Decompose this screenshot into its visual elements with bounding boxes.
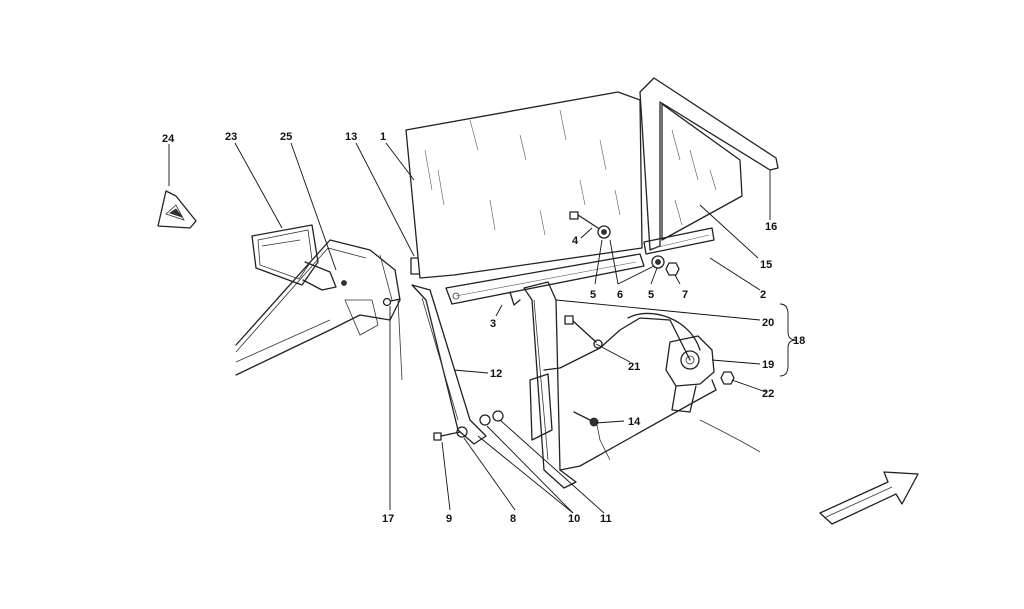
callout-25: 25 [280,131,292,143]
callout-10: 10 [568,513,580,525]
front-guide-rail [411,284,487,445]
washer-8 [456,426,468,438]
direction-arrow-icon [819,471,919,525]
callout-labels: 24 23 25 13 1 4 5 6 5 7 2 16 15 3 20 18 … [162,131,805,525]
callout-11: 11 [600,513,612,525]
group-bracket-18 [779,303,797,377]
callout-6: 6 [617,289,623,301]
callout-5-right: 5 [648,289,654,301]
regulator-cable [627,312,701,351]
glass-lifting-channel [445,253,645,306]
callout-16: 16 [765,221,777,233]
callout-20: 20 [762,317,774,329]
screw-21 [564,315,603,349]
nut-22 [720,371,735,385]
bolt-9 [433,431,461,441]
washer-10 [479,414,491,426]
callout-12: 12 [490,368,502,380]
callout-15: 15 [760,259,772,271]
glass-guide-strip [643,227,715,255]
bolt-4 [569,211,599,229]
rear-view-mirror [251,224,347,291]
nut-11 [492,410,504,422]
washer-5-right [651,255,665,269]
callout-2: 2 [760,289,766,301]
door-body-panel [235,239,403,381]
callout-24: 24 [162,133,175,145]
callout-13: 13 [345,131,357,143]
callout-22: 22 [762,388,774,400]
callout-18: 18 [793,335,805,347]
leader-lines [168,142,771,514]
door-glass [405,91,643,279]
washer-5-left [597,225,611,239]
callout-7: 7 [682,289,688,301]
mirror-trim-bracket [157,190,197,229]
callout-9: 9 [446,513,452,525]
regulator-motor [665,335,761,453]
callout-3: 3 [490,318,496,330]
callout-5-left: 5 [590,289,596,301]
callout-4: 4 [572,235,579,247]
callout-14: 14 [628,416,641,428]
callout-23: 23 [225,131,237,143]
window-regulator-frame [523,281,717,489]
callout-8: 8 [510,513,516,525]
callout-21: 21 [628,361,640,373]
screw-14 [573,411,599,427]
callout-17: 17 [382,513,394,525]
callout-19: 19 [762,359,774,371]
quarter-glass [661,103,743,241]
nut-7 [665,262,680,276]
callout-1: 1 [380,131,386,143]
screw-17 [382,297,401,307]
